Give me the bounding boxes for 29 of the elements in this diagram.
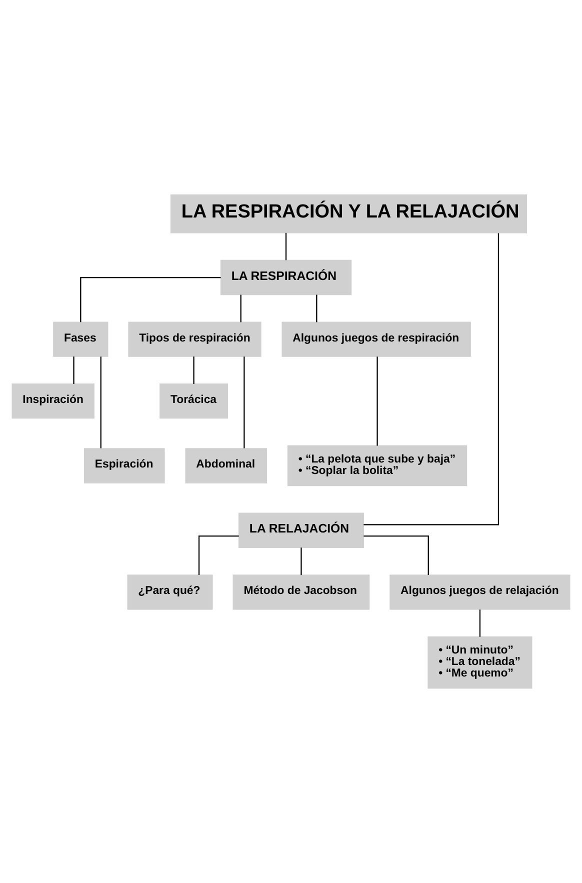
node-box: LA RELAJACIÓN [238,512,364,548]
node-box: Algunos juegos de relajación [390,574,570,610]
node-box: Abdominal [185,448,267,484]
connector [240,294,242,322]
node-box: Inspiración [12,384,94,419]
node-box: • “La pelota que sube y baja” • “Soplar la bolita” [287,445,468,486]
connector [364,536,429,576]
node-box: LA RESPIRACIÓN Y LA RELAJACIÓN [170,194,527,234]
connector [376,356,378,446]
node-box: Método de Jacobson [232,574,370,610]
connector [193,356,194,384]
node-box: • “Un minuto” • “La tonelada” • “Me quemo” [428,636,532,689]
node-box: Torácica [160,384,228,419]
connector [80,276,221,322]
connector [316,294,318,322]
node-box: ¿Para qué? [127,574,213,610]
node-box: Espiración [84,448,165,484]
connector [479,610,481,637]
connector [364,233,500,526]
connector [73,356,74,384]
node-box: Tipos de respiración [128,322,262,357]
connector [244,356,245,448]
node-box: Fases [53,322,108,357]
connector [198,536,239,576]
connector [100,356,102,448]
connector [285,232,287,260]
node-box: Algunos juegos de respiración [282,322,471,357]
connector [300,548,302,576]
node-box: LA RESPIRACIÓN [220,260,352,296]
